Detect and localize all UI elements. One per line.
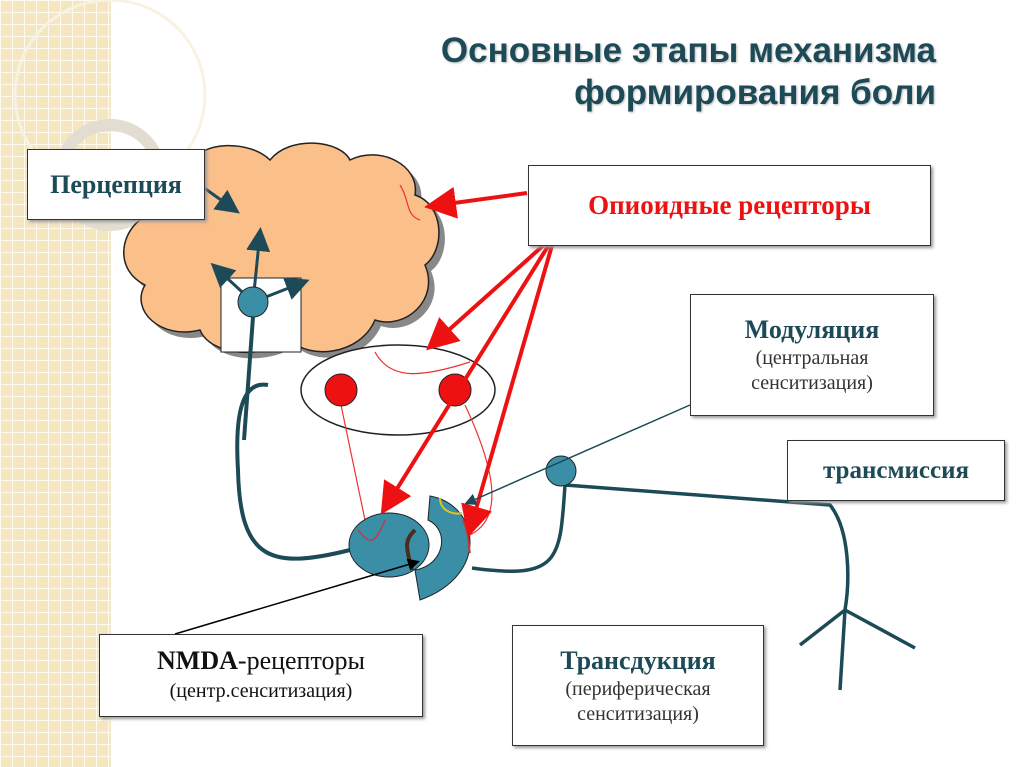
transduction-sub-1: (периферическая (565, 677, 711, 700)
modulation-sub-2: сенситизация) (751, 372, 873, 394)
slide-title: Основные этапы механизма формирования бо… (441, 30, 936, 114)
ascending-axon (235, 316, 351, 561)
opioid-arrows (380, 186, 557, 538)
nmda-box: NMDA-рецепторы (центр.сенситизация) (99, 634, 423, 717)
title-line-2: формирования боли (574, 73, 936, 112)
brain-cloud (123, 142, 445, 359)
nmda-title-rest: -рецепторы (237, 645, 365, 675)
transduction-title: Трансдукция (560, 645, 716, 675)
perception-box: Перцепция (27, 149, 205, 220)
transmission-label: трансмиссия (822, 456, 970, 484)
modulation-box: Модуляция (центральная сенситизация) (690, 294, 934, 416)
modulation-sub-1: (центральная (755, 347, 869, 369)
presynaptic-terminal (348, 512, 430, 578)
opioid-label: Опиоидные рецепторы (588, 190, 871, 220)
brain-neuron (237, 286, 269, 318)
modulation-title: Модуляция (744, 315, 880, 344)
transduction-sub-2: сенситизация) (577, 702, 699, 725)
title-line-1: Основные этапы механизма (440, 31, 936, 70)
transduction-box: Трансдукция (периферическая сенситизация… (512, 625, 764, 746)
nmda-sub: (центр.сенситизация) (169, 679, 353, 702)
perception-label: Перцепция (50, 169, 182, 199)
opioid-receptors-box: Опиоидные рецепторы (528, 165, 931, 246)
nmda-title-bold: NMDA (157, 645, 238, 675)
transmission-box: трансмиссия (787, 440, 1005, 501)
spinal-neuron (545, 455, 577, 487)
opioid-neuron-left (324, 373, 358, 407)
